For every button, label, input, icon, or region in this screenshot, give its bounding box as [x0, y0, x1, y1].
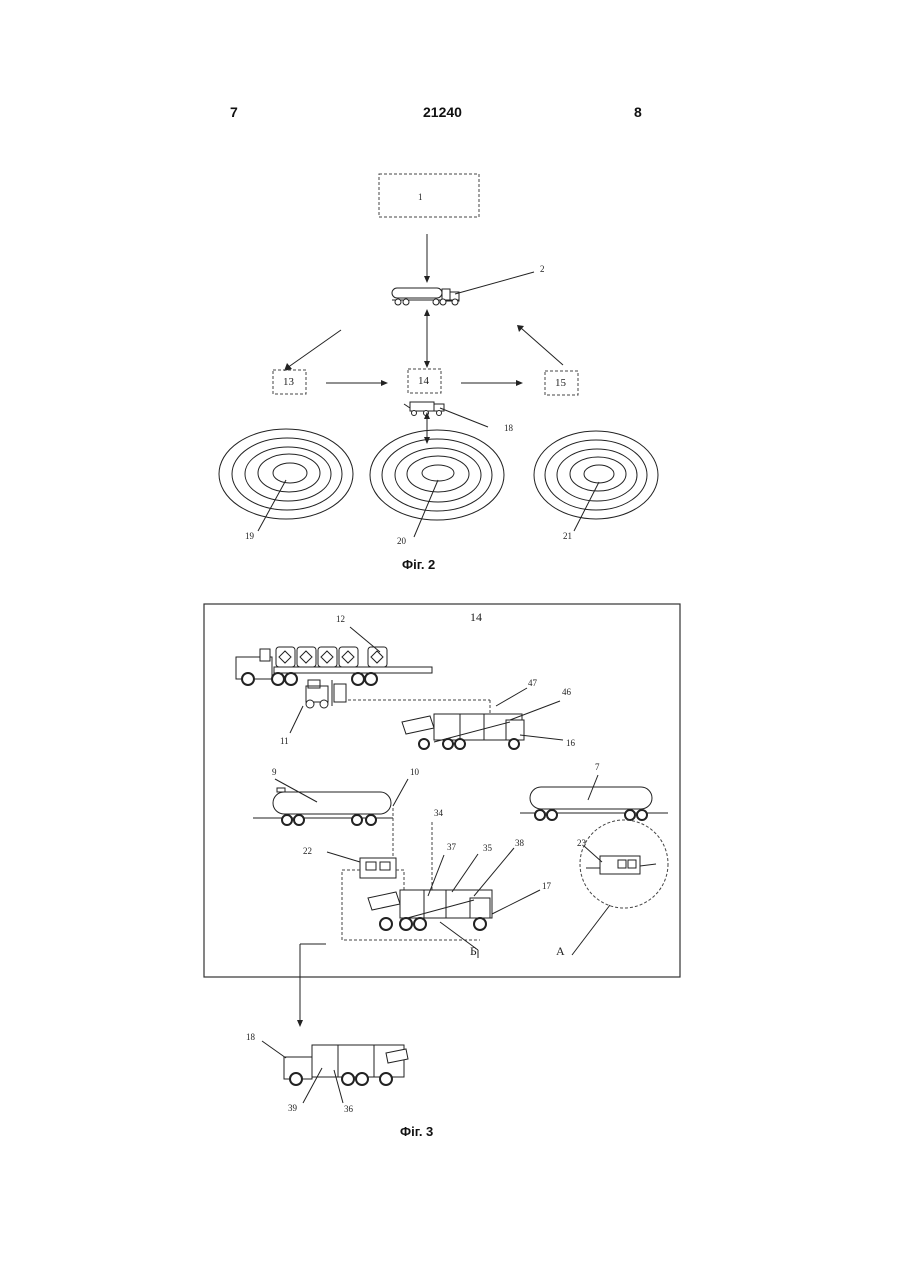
fig3-label-38: 38 — [515, 838, 524, 848]
fig3-label-9: 9 — [272, 767, 277, 777]
fig3-label-22: 22 — [303, 846, 312, 856]
container-truck-12 — [236, 647, 432, 685]
fig3-label-36: 36 — [344, 1104, 353, 1114]
fig3-label-46: 46 — [562, 687, 571, 697]
fig3-label-14: 14 — [470, 610, 482, 625]
fig3-label-39: 39 — [288, 1103, 297, 1113]
tanker-7 — [520, 787, 668, 820]
fig3-label-7: 7 — [595, 762, 600, 772]
mixing-truck-16 — [402, 714, 524, 749]
figure-3-caption: Фіг. 3 — [400, 1124, 433, 1139]
fig3-label-16: 16 — [566, 738, 575, 748]
fig3-label-a: А — [556, 944, 565, 959]
fig3-label-34: 34 — [434, 808, 443, 818]
fig3-label-b: Б — [470, 944, 477, 959]
fig3-label-37: 37 — [447, 842, 456, 852]
fig3-label-12: 12 — [336, 614, 345, 624]
tanker-9 — [253, 788, 393, 825]
fig3-label-47: 47 — [528, 678, 537, 688]
fig3-label-18: 18 — [246, 1032, 255, 1042]
fig3-label-23: 23 — [577, 838, 586, 848]
unit-23 — [586, 856, 656, 874]
fig3-label-35: 35 — [483, 843, 492, 853]
fig3-label-11: 11 — [280, 736, 289, 746]
unit-22 — [360, 858, 396, 878]
forklift-11 — [306, 680, 346, 708]
mixing-truck-17 — [368, 890, 492, 930]
fig3-label-10: 10 — [410, 767, 419, 777]
mixing-truck-18 — [284, 1045, 408, 1085]
fig3-label-17: 17 — [542, 881, 551, 891]
